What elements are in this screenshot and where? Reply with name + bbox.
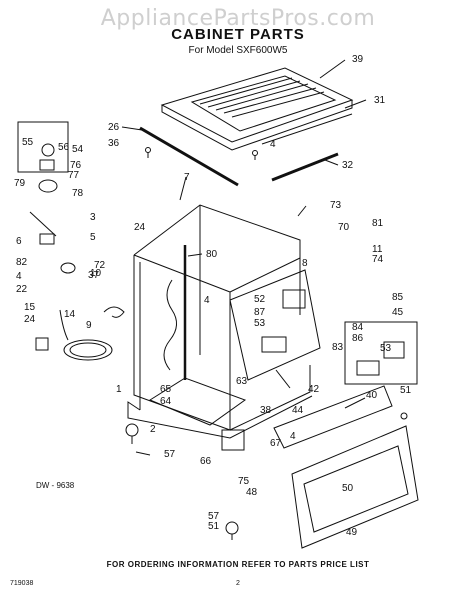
callout-84: 84 (352, 322, 364, 333)
callout-51: 51 (400, 385, 412, 396)
callout-11: 11 (372, 244, 383, 255)
callout-45: 45 (392, 307, 404, 318)
callout-9: 9 (86, 320, 92, 331)
callout-76: 76 (70, 160, 82, 171)
callout-73: 73 (330, 200, 342, 211)
callout-40: 40 (366, 390, 378, 401)
callout-24: 24 (134, 222, 146, 233)
callout-32: 32 (342, 160, 354, 171)
callout-56: 56 (58, 142, 70, 153)
ordering-note: FOR ORDERING INFORMATION REFER TO PARTS … (106, 560, 370, 569)
callout-1: 1 (116, 384, 122, 395)
callout-57: 57 (208, 511, 220, 522)
callout-10: 10 (90, 268, 102, 279)
callout-4: 4 (16, 271, 22, 282)
callout-80: 80 (206, 249, 218, 260)
callout-7: 7 (184, 172, 190, 183)
document-code: 719038 (10, 580, 34, 587)
callout-67: 67 (270, 438, 282, 449)
callout-51: 51 (208, 521, 220, 532)
callout-75: 75 (238, 476, 250, 487)
callout-65: 65 (160, 384, 172, 395)
callout-6: 6 (16, 236, 22, 247)
callout-38: 38 (260, 405, 272, 416)
callout-4: 4 (290, 431, 296, 442)
callout-42: 42 (308, 384, 320, 395)
callout-83: 83 (332, 342, 344, 353)
callout-53: 53 (380, 343, 392, 354)
callout-79: 79 (14, 178, 26, 189)
callout-37: 37 (88, 270, 100, 281)
callout-4: 4 (270, 139, 276, 150)
callout-50: 50 (342, 483, 354, 494)
callout-54: 54 (72, 144, 84, 155)
callout-81: 81 (372, 218, 384, 229)
callout-63: 63 (236, 376, 248, 387)
callout-2: 2 (150, 424, 156, 435)
callout-72: 72 (94, 260, 106, 271)
callout-5: 5 (90, 232, 96, 243)
callout-24: 24 (24, 314, 36, 325)
callout-22: 22 (16, 284, 28, 295)
callout-87: 87 (254, 307, 266, 318)
callout-77: 77 (68, 170, 80, 181)
callout-57: 57 (164, 449, 176, 460)
callout-36: 36 (108, 138, 120, 149)
diagram-reference-code: DW - 9638 (36, 481, 75, 490)
front-panel-drawing (291, 425, 419, 549)
callout-64: 64 (160, 396, 172, 407)
page-number: 2 (236, 580, 240, 587)
callout-3: 3 (90, 212, 96, 223)
callout-82: 82 (16, 257, 28, 268)
callout-55: 55 (22, 137, 34, 148)
model-subtitle: For Model SXF600W5 (188, 45, 288, 56)
callout-15: 15 (24, 302, 36, 313)
callout-85: 85 (392, 292, 404, 303)
diagram-title: CABINET PARTS (171, 26, 305, 43)
callout-70: 70 (338, 222, 350, 233)
watermark: AppliancePartsPros.com (100, 6, 376, 31)
callout-66: 66 (200, 456, 212, 467)
callout-4: 4 (204, 295, 210, 306)
cabinet-frame-drawing (127, 204, 313, 439)
callout-8: 8 (302, 258, 308, 269)
callout-31: 31 (374, 95, 386, 106)
callout-49: 49 (346, 527, 358, 538)
callout-86: 86 (352, 333, 364, 344)
callout-53: 53 (254, 318, 266, 329)
callout-26: 26 (108, 122, 120, 133)
callout-78: 78 (72, 188, 84, 199)
part-drawings (17, 59, 419, 549)
top-cover-drawing (160, 67, 354, 143)
callout-14: 14 (64, 309, 76, 320)
callout-39: 39 (352, 54, 364, 65)
callout-74: 74 (372, 254, 384, 265)
callout-48: 48 (246, 487, 258, 498)
callout-52: 52 (254, 294, 266, 305)
callout-44: 44 (292, 405, 304, 416)
